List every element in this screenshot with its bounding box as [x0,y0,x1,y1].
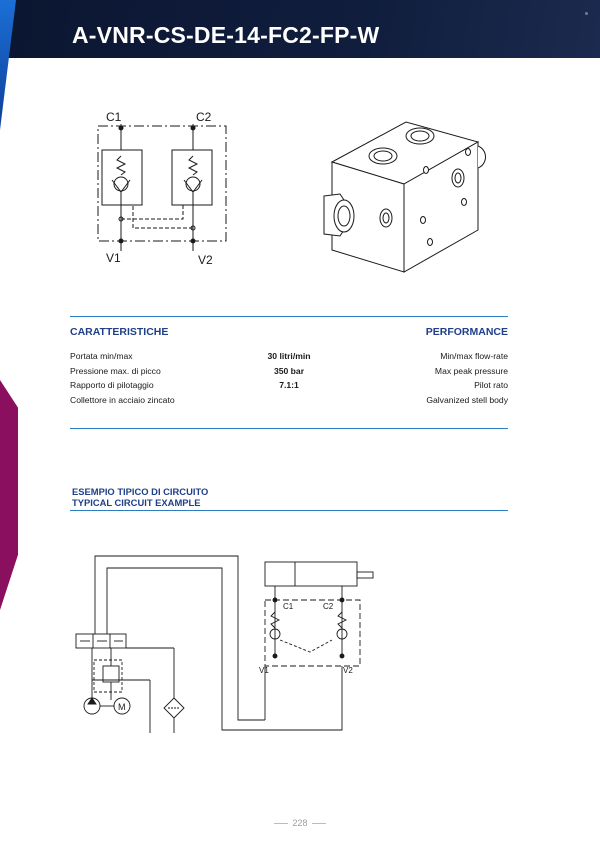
port-label-v2: V2 [198,253,213,267]
side-accent [0,380,18,610]
page-title: A-VNR-CS-DE-14-FC2-FP-W [72,22,380,48]
spec-row: Collettore in acciaio zincato Galvanized… [70,395,508,409]
spec-value: 350 bar [273,366,305,376]
spec-label-it: Rapporto di pilotaggio [70,380,154,390]
header-dot [585,12,588,15]
spec-row: Pressione max. di picco 350 bar Max peak… [70,366,508,380]
spec-label-en: Pilot rato [474,380,508,390]
spec-label-en: Min/max flow-rate [440,351,508,361]
example-title-it: ESEMPIO TIPICO DI CIRCUITO [72,486,209,497]
motor-label: M [118,702,126,712]
port-label-c1: C1 [106,110,122,124]
circuit-label-v1: V1 [259,666,269,675]
circuit-label-v2: V2 [343,666,353,675]
port-label-v1: V1 [106,251,121,265]
circuit-example-diagram: C1 C2 V1 V2 M [75,555,374,733]
spec-row: Portata min/max 30 litri/min Min/max flo… [70,351,508,365]
section-rule-top [70,316,508,317]
example-title-en: TYPICAL CIRCUIT EXAMPLE [72,497,201,508]
page-number-dash-right [311,823,326,825]
spec-value: 7.1:1 [279,380,299,390]
spec-label-it: Pressione max. di picco [70,366,161,376]
spec-value: 30 litri/min [267,351,311,361]
spec-label-it: Portata min/max [70,351,133,361]
spec-label-it: Collettore in acciaio zincato [70,395,175,405]
circuit-label-c1: C1 [283,602,294,611]
page-number-dash-left [274,823,289,825]
section-rule-bottom [70,428,508,429]
page-number-value: 228 [292,818,308,828]
spec-label-en: Max peak pressure [434,366,508,376]
circuit-label-c2: C2 [323,602,334,611]
spec-row: Rapporto di pilotaggio 7.1:1 Pilot rato [70,380,508,394]
valve-schematic: C1 C2 V1 V2 [97,110,227,267]
heading-caratteristiche: CARATTERISTICHE [70,326,169,338]
valve-block-drawing [323,121,486,273]
page-number: 228 [0,818,600,828]
port-label-c2: C2 [196,110,212,124]
heading-performance: PERFORMANCE [425,326,508,338]
example-rule [70,510,508,511]
spec-label-en: Galvanized stell body [426,395,508,405]
example-title: ESEMPIO TIPICO DI CIRCUITO TYPICAL CIRCU… [72,486,208,508]
header-bar [0,0,600,58]
